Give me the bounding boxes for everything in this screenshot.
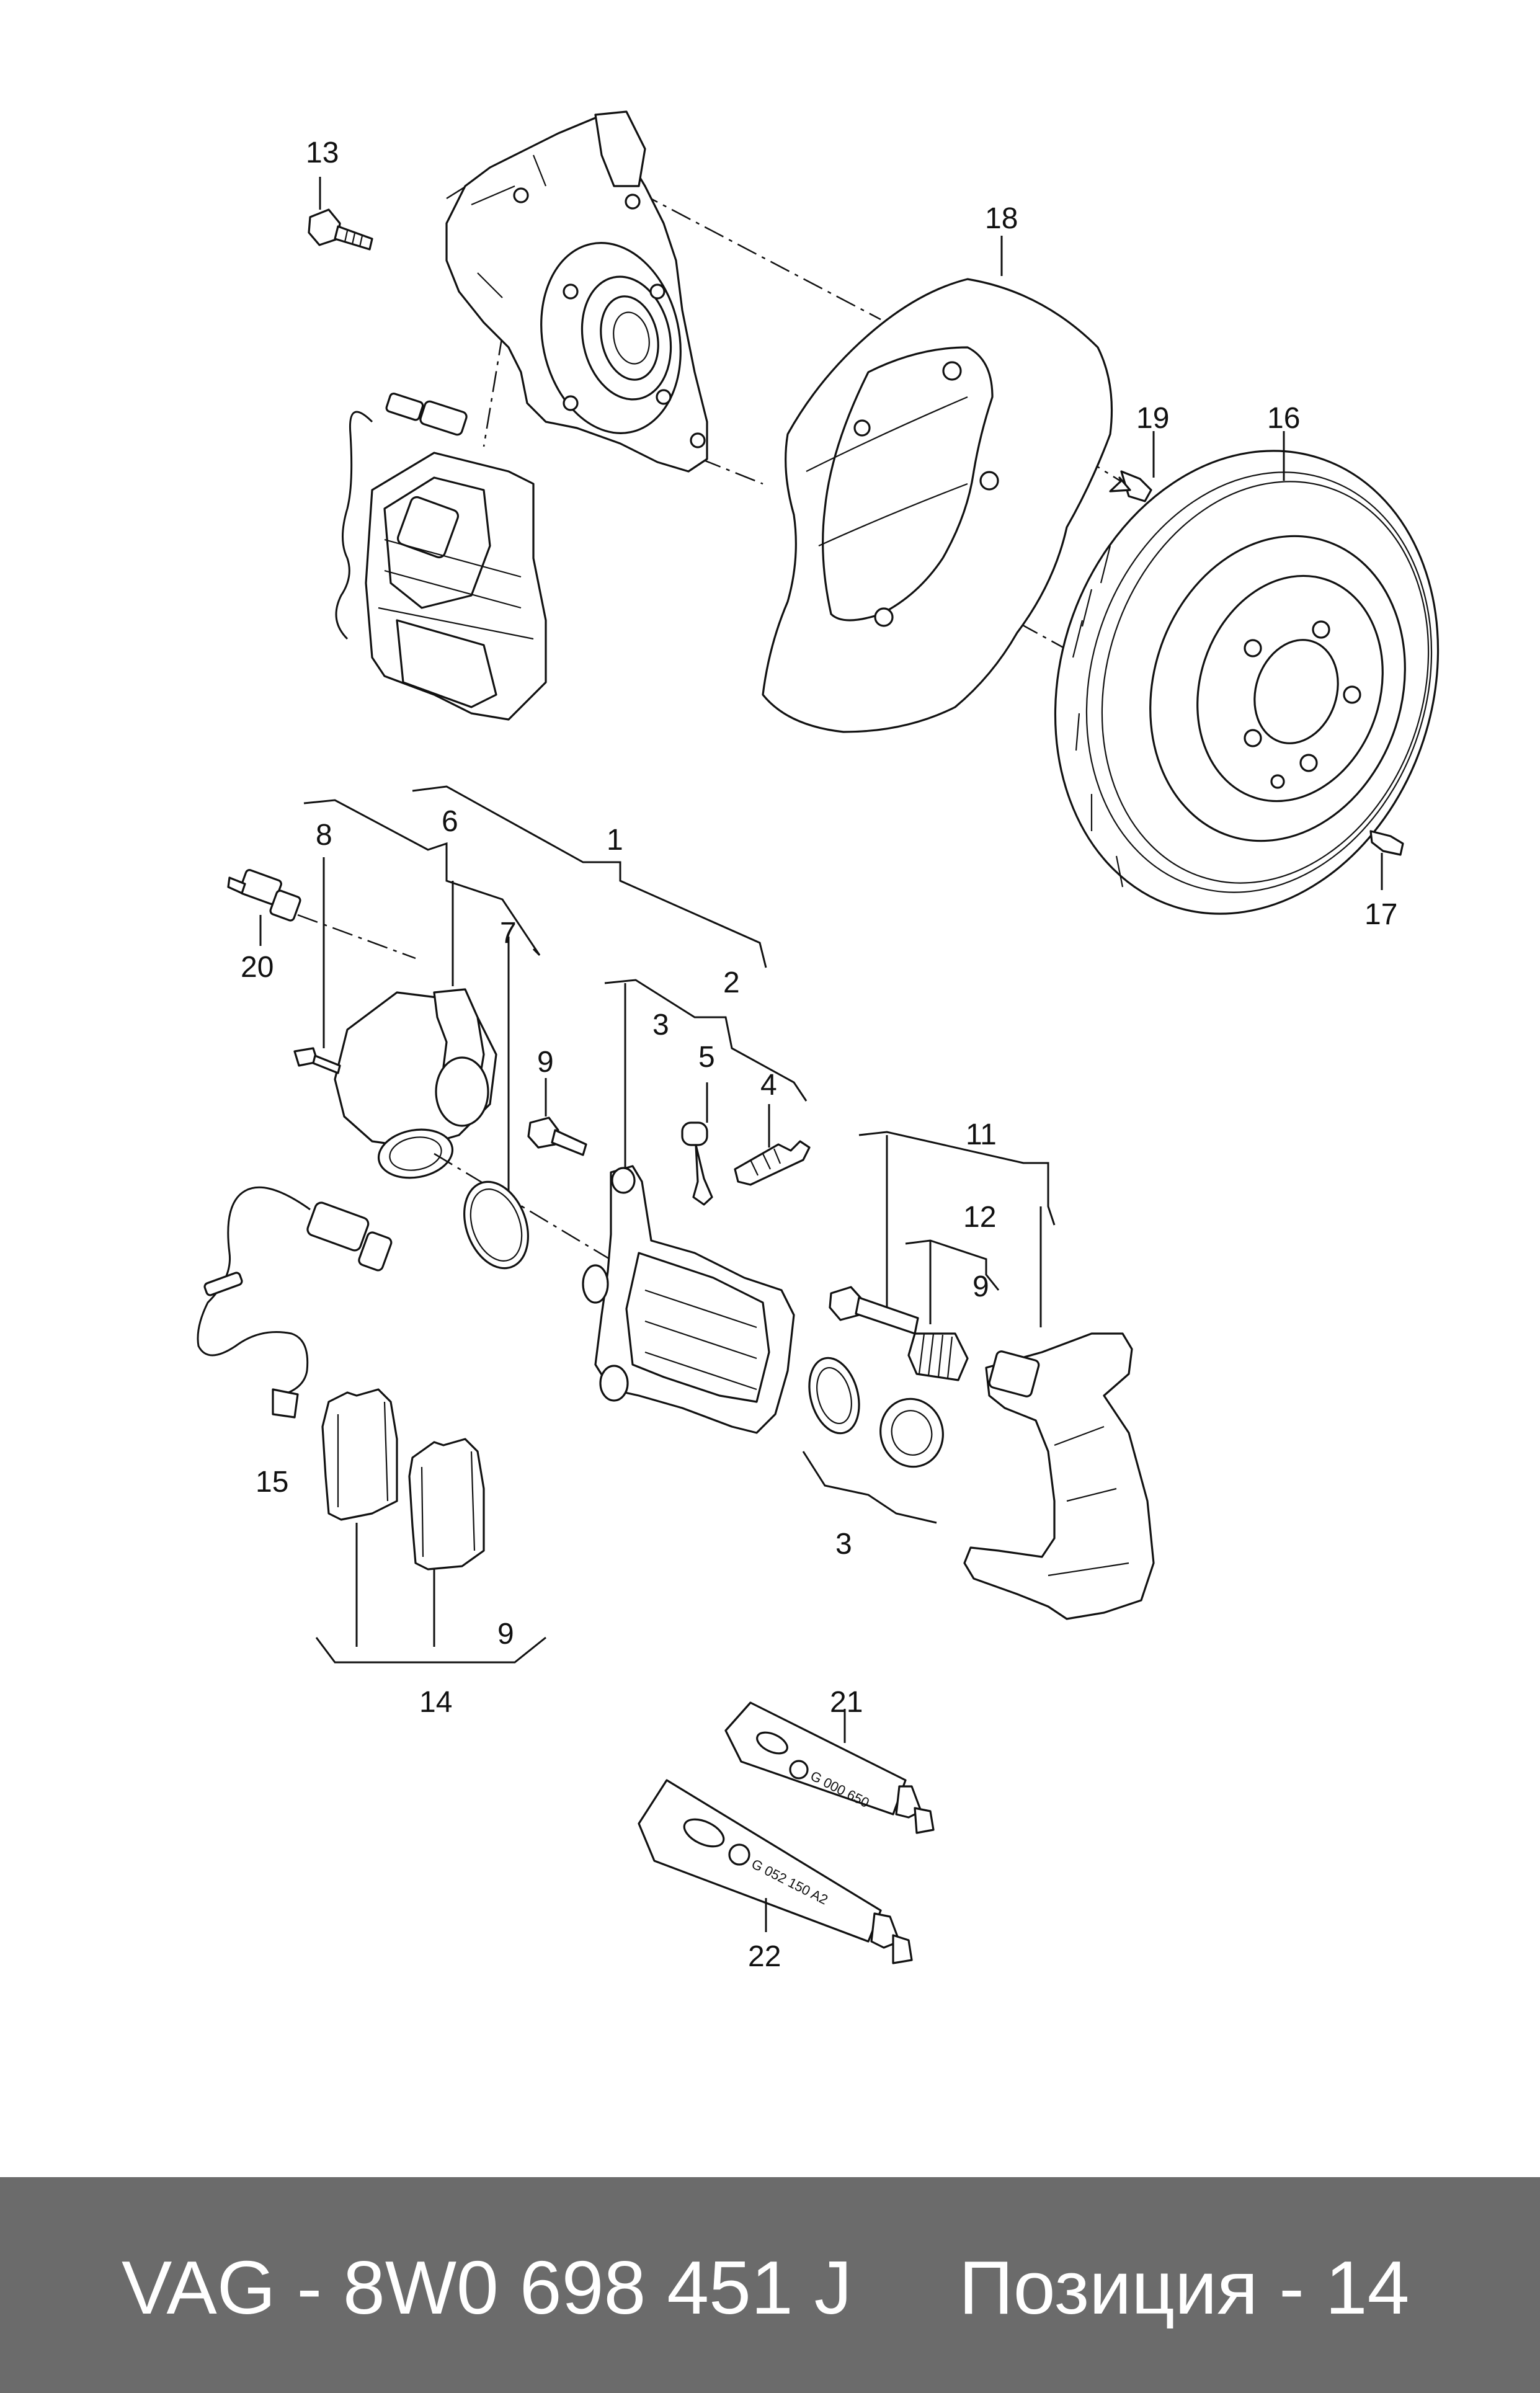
callout-12: 12 (963, 1201, 996, 1234)
callout-21: 21 (830, 1686, 863, 1719)
grease-tube-22: G 052 150 A2 (638, 1779, 913, 1964)
callout-6: 6 (442, 805, 458, 838)
caliper-housing (582, 1165, 795, 1434)
bolt-9-middle (527, 1078, 587, 1156)
parts-diagram: G 000 650 G 052 150 A2 13 18 19 16 17 8 … (197, 110, 1440, 1973)
callout-18: 18 (985, 202, 1018, 235)
exploded-view-svg: G 000 650 G 052 150 A2 13 18 19 16 17 8 … (197, 110, 1440, 1973)
guide-bolt-9 (829, 1286, 919, 1335)
callout-13: 13 (306, 136, 339, 169)
bolt-19 (1109, 431, 1155, 502)
callout-3-upper: 3 (652, 1009, 669, 1041)
callout-1: 1 (607, 824, 623, 857)
callout-4: 4 (760, 1069, 777, 1102)
callout-15: 15 (256, 1466, 288, 1499)
caliper-carrier-11 (963, 1332, 1155, 1620)
bolt-17 (1369, 830, 1404, 890)
position-label: Позиция - 14 (959, 2245, 1410, 2330)
callout-17: 17 (1364, 898, 1397, 931)
callout-2: 2 (723, 966, 740, 999)
splash-shield-18 (762, 236, 1113, 733)
bolt-13 (308, 177, 373, 251)
seal-kit-3 (802, 1357, 944, 1524)
brake-pad-outer (408, 1438, 485, 1571)
callout-11: 11 (966, 1118, 997, 1151)
callout-7: 7 (500, 917, 517, 950)
callout-5: 5 (698, 1041, 715, 1074)
callout-3-lower: 3 (835, 1528, 852, 1561)
callout-22: 22 (748, 1940, 781, 1973)
bleeder-cap-5 (681, 1082, 713, 1206)
callout-19: 19 (1136, 402, 1169, 435)
callout-9-pads: 9 (497, 1618, 514, 1651)
brake-disc-16 (1054, 431, 1440, 915)
wheel-bearing-housing (445, 110, 708, 473)
brake-pad-inner (321, 1388, 398, 1521)
screw-8 (293, 1047, 341, 1074)
callout-14: 14 (419, 1686, 452, 1719)
bleeder-screw-4 (734, 1104, 811, 1186)
callout-16: 16 (1267, 402, 1300, 435)
grease-tube-21: G 000 650 (724, 1701, 935, 1834)
sensor-20 (227, 869, 416, 960)
callout-20: 20 (241, 951, 274, 984)
caliper-assembly-top (335, 392, 547, 721)
guide-boot-12 (907, 1332, 969, 1381)
wear-sensor-15 (197, 1186, 393, 1419)
callout-9-middle: 9 (537, 1046, 554, 1079)
caliper-motor-6 (334, 988, 621, 1267)
o-ring-7 (463, 1180, 529, 1270)
footer-banner: VAG - 8W0 698 451 J Позиция - 14 (0, 2177, 1540, 2393)
part-number-label: VAG - 8W0 698 451 J (122, 2245, 852, 2330)
callout-8: 8 (316, 819, 332, 852)
callout-9-right: 9 (973, 1270, 989, 1303)
